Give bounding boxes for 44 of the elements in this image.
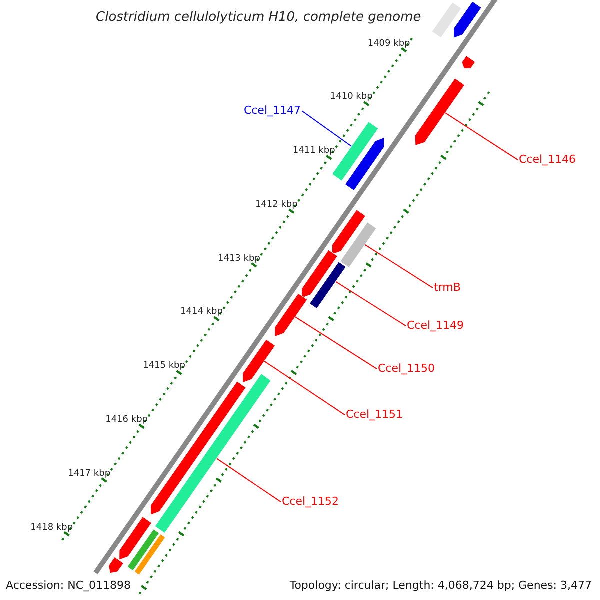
gene-feature	[150, 380, 247, 516]
gene-label: Ccel_1149	[407, 320, 464, 331]
scale-label: 1409 kbp	[368, 40, 410, 49]
gene-label: Ccel_1150	[378, 363, 436, 374]
gene-bar	[309, 261, 347, 310]
leader-line	[445, 112, 518, 161]
gene-label: trmB	[434, 282, 461, 293]
gene-feature	[344, 137, 385, 192]
leader-line	[216, 458, 282, 503]
accession-text: Accession: NC_011898	[6, 580, 132, 591]
gene-feature	[242, 339, 276, 384]
scale-label: 1416 kbp	[106, 416, 148, 426]
genome-info-text: Topology: circular; Length: 4,068,724 bp; Genes: 3,477	[290, 580, 592, 591]
scale-label: 1412 kbp	[255, 200, 298, 210]
gene-bar	[154, 373, 272, 534]
leader-line	[364, 244, 434, 289]
gene-bar	[126, 528, 160, 572]
scale-label: 1418 kbp	[30, 524, 74, 533]
gene-feature	[462, 55, 476, 70]
leader-line	[294, 316, 378, 370]
leader-line	[335, 281, 406, 327]
gene-feature	[108, 556, 124, 574]
gene-label: Ccel_1147	[244, 105, 301, 116]
scale-label: 1410 kbp	[330, 93, 373, 102]
gene-bar	[134, 534, 166, 576]
gene-feature	[274, 293, 308, 338]
scale-label: 1413 kbp	[218, 254, 260, 264]
gene-feature	[119, 516, 152, 561]
gene-label: Ccel_1152	[282, 496, 340, 507]
gene-bar	[340, 222, 378, 268]
leader-line	[264, 360, 346, 416]
scale-label: 1415 kbp	[143, 362, 186, 372]
gene-feature	[332, 209, 366, 256]
title: Clostridium cellulolyticum H10, complete genome	[96, 11, 422, 24]
gene-feature	[414, 78, 466, 146]
gene-feature	[302, 250, 338, 299]
gene-bar	[432, 2, 462, 38]
gene-feature	[453, 1, 482, 39]
scale-label: 1414 kbp	[180, 308, 223, 318]
scale-label: 1411 kbp	[292, 147, 336, 156]
gene-label: Ccel_1146	[519, 154, 576, 165]
gene-label: Ccel_1151	[346, 409, 404, 420]
leader-line	[302, 110, 352, 147]
scale-label: 1417 kbp	[68, 470, 111, 479]
